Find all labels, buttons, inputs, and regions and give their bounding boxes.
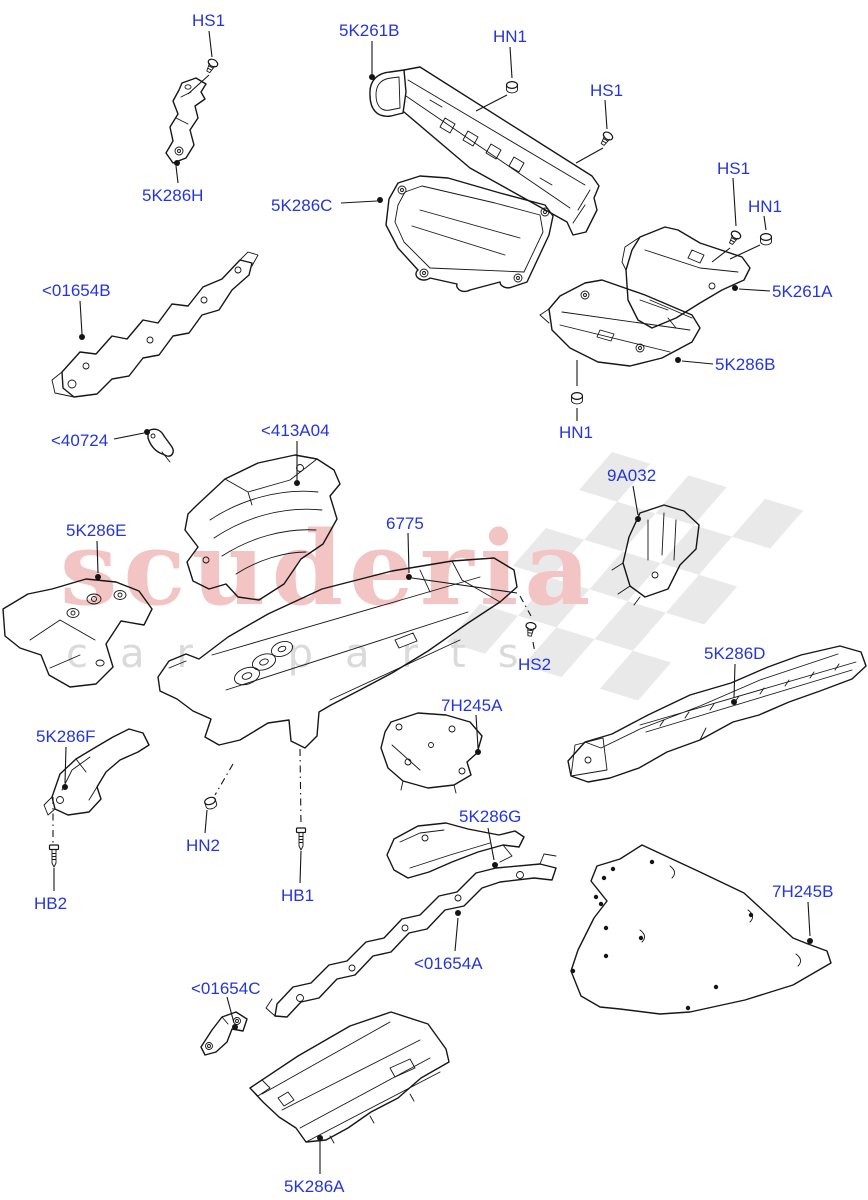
callout-5k286d[interactable]: 5K286D xyxy=(704,644,766,663)
part-drawing-5K286F[interactable] xyxy=(43,728,150,816)
callout-5k286a[interactable]: 5K286A xyxy=(284,1177,345,1196)
callout-hs1-3[interactable]: HS1 xyxy=(717,159,751,178)
screw-icon-hs2 xyxy=(524,621,538,638)
part-drawing-413A04[interactable] xyxy=(184,454,341,601)
callout-01654c[interactable]: <01654C xyxy=(191,979,261,998)
callout-5k286g[interactable]: 5K286G xyxy=(459,807,522,826)
callout-hn1-1[interactable]: HN1 xyxy=(493,27,528,46)
part-drawing-7H245B[interactable] xyxy=(570,844,832,1015)
part-drawing-5K286D[interactable] xyxy=(567,645,867,783)
callout-hb1[interactable]: HB1 xyxy=(281,886,315,905)
callout-hn2[interactable]: HN2 xyxy=(186,836,221,855)
bolt-icon-hb2 xyxy=(48,844,60,868)
part-drawing-5K261A[interactable] xyxy=(621,226,751,329)
nut-icon-hn1-2 xyxy=(759,233,773,246)
part-drawing-9A032[interactable] xyxy=(611,504,700,606)
callout-hn1-3[interactable]: HN1 xyxy=(559,423,594,442)
callout-7h245b[interactable]: 7H245B xyxy=(772,882,834,901)
part-drawing-01654B[interactable] xyxy=(51,251,259,398)
callout-hs1-2[interactable]: HS1 xyxy=(590,81,624,100)
callout-7h245a[interactable]: 7H245A xyxy=(441,696,503,715)
part-drawing-7H245A[interactable] xyxy=(380,712,483,794)
callout-hs1-1[interactable]: HS1 xyxy=(192,11,226,30)
bolt-icon-hb1 xyxy=(295,827,307,851)
screw-icon-hs1-2 xyxy=(597,129,615,148)
part-drawing-5K286H[interactable] xyxy=(165,77,207,164)
nut-icon-hn2 xyxy=(203,795,219,811)
part-drawing-5K261B[interactable] xyxy=(369,66,600,236)
callout-01654b[interactable]: <01654B xyxy=(42,281,111,300)
screw-icon-hs1-1 xyxy=(203,57,220,75)
part-drawing-01654C[interactable] xyxy=(200,1011,248,1056)
nut-icon-hn1-3 xyxy=(570,392,584,405)
callout-5k286f[interactable]: 5K286F xyxy=(36,727,96,746)
part-drawing-5K286A[interactable] xyxy=(249,1011,450,1144)
part-drawing-6775[interactable] xyxy=(157,557,518,749)
part-drawing-5K286G[interactable] xyxy=(386,822,525,879)
callout-5k286c[interactable]: 5K286C xyxy=(271,196,333,215)
leader-lines xyxy=(52,30,813,1174)
part-drawing-5K286B[interactable] xyxy=(539,279,701,367)
part-drawing-5K286E[interactable] xyxy=(2,578,153,688)
callout-hs2[interactable]: HS2 xyxy=(518,655,552,674)
part-drawing-5K286C[interactable] xyxy=(385,175,554,293)
part-drawing-40724[interactable] xyxy=(147,428,174,463)
callout-9a032[interactable]: 9A032 xyxy=(607,466,657,485)
callout-5k286e[interactable]: 5K286E xyxy=(66,521,127,540)
callout-413a04[interactable]: <413A04 xyxy=(261,421,330,440)
callout-5k286b[interactable]: 5K286B xyxy=(715,355,776,374)
screw-icon-hs1-3 xyxy=(726,228,743,247)
callout-hn1-2[interactable]: HN1 xyxy=(748,197,783,216)
callout-5k261b[interactable]: 5K261B xyxy=(339,21,400,40)
callout-5k261a[interactable]: 5K261A xyxy=(772,282,833,301)
callout-40724[interactable]: <40724 xyxy=(51,431,109,450)
callout-6775[interactable]: 6775 xyxy=(386,514,424,533)
callout-01654a[interactable]: <01654A xyxy=(414,954,483,973)
nut-icon-hn1-1 xyxy=(505,80,519,94)
callout-hb2[interactable]: HB2 xyxy=(34,894,68,913)
callout-5k286h[interactable]: 5K286H xyxy=(142,186,204,205)
part-drawing-01654A[interactable] xyxy=(265,853,557,1018)
